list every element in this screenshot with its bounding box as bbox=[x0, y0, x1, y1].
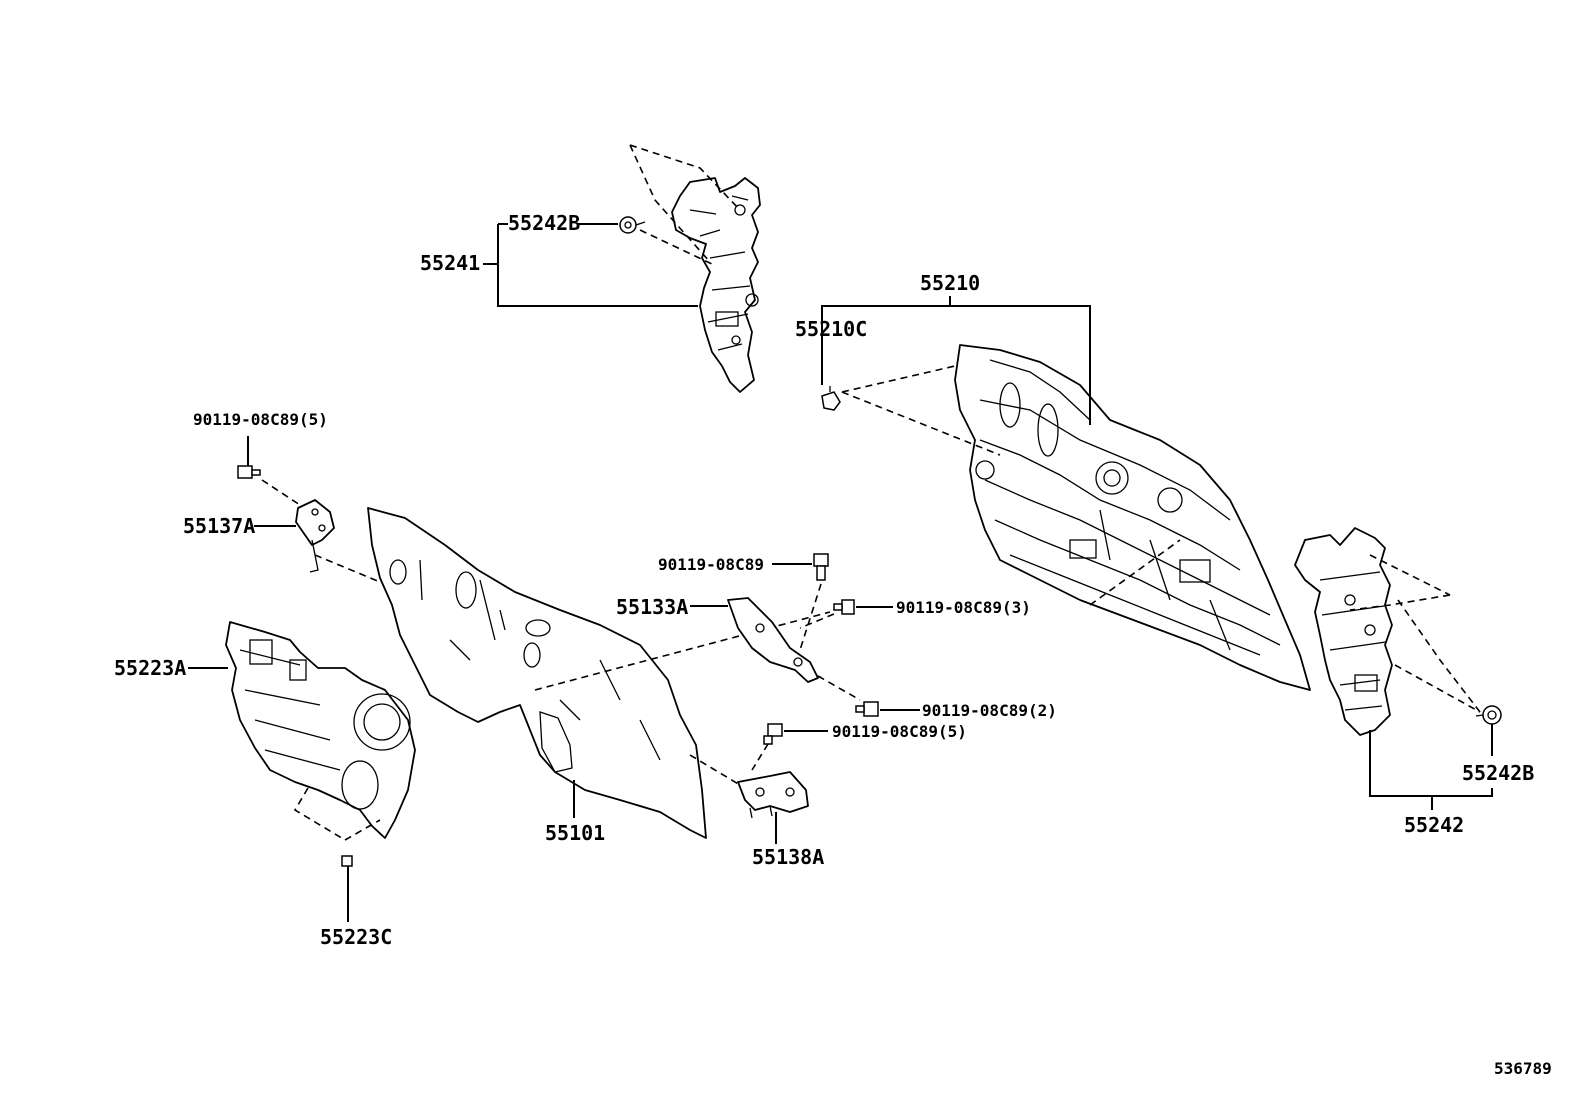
assembly-line-55242B-right bbox=[1394, 664, 1481, 713]
assembly-line-55223C-b bbox=[344, 819, 381, 841]
label-55137A: 55137A bbox=[183, 514, 255, 538]
part-55138A-bracket bbox=[737, 771, 809, 819]
assembly-line-bolt-mid bbox=[799, 583, 822, 651]
bolt-90119-08C89-5-mid-icon bbox=[763, 723, 783, 745]
label-55101: 55101 bbox=[545, 821, 605, 845]
assembly-line-55101-c bbox=[689, 754, 741, 786]
clip-55223C-icon bbox=[341, 855, 353, 867]
part-55242-insulator bbox=[1294, 527, 1393, 736]
part-55137A-bracket bbox=[295, 499, 335, 573]
part-55210-dash-insulator bbox=[954, 344, 1311, 691]
label-bolt-90119-08C89: 90119-08C89 bbox=[658, 555, 764, 574]
label-55133A: 55133A bbox=[616, 595, 688, 619]
label-bolt-90119-08C89-2: 90119-08C89(2) bbox=[922, 701, 1057, 720]
bolt-90119-08C89-2-icon bbox=[855, 701, 879, 717]
bolt-90119-08C89-3-icon bbox=[833, 599, 855, 615]
label-55223A: 55223A bbox=[114, 656, 186, 680]
assembly-line-bolt-2 bbox=[817, 675, 861, 701]
assembly-line-55210C-b bbox=[841, 391, 1001, 456]
part-55241-insulator bbox=[671, 177, 761, 393]
label-bolt-90119-08C89-5-mid: 90119-08C89(5) bbox=[832, 722, 967, 741]
assembly-line-55241-b bbox=[629, 144, 711, 263]
assembly-line-55101-b bbox=[314, 554, 381, 583]
part-55101-dash-panel bbox=[367, 507, 707, 839]
clip-55242B-top-icon bbox=[619, 216, 646, 234]
label-55210: 55210 bbox=[920, 271, 980, 295]
assembly-line-bolt-5-mid bbox=[751, 743, 769, 771]
bolt-90119-08C89-5-top-icon bbox=[237, 436, 261, 479]
label-55241: 55241 bbox=[420, 251, 480, 275]
bracket-55241 bbox=[497, 224, 698, 307]
clip-55242B-right-icon bbox=[1475, 705, 1502, 725]
assembly-line-55210-c bbox=[1089, 539, 1181, 606]
assembly-line-55101-a bbox=[534, 611, 831, 691]
clip-55210C-icon bbox=[821, 386, 841, 411]
label-55242B-right: 55242B bbox=[1462, 761, 1534, 785]
label-55242B-top: 55242B bbox=[508, 211, 580, 235]
assembly-line-55223C-a bbox=[293, 787, 346, 841]
diagram-id: 536789 bbox=[1494, 1059, 1552, 1078]
bolt-90119-08C89-icon bbox=[813, 553, 829, 581]
label-55242: 55242 bbox=[1404, 813, 1464, 837]
label-bolt-90119-08C89-5-top: 90119-08C89(5) bbox=[193, 410, 328, 429]
assembly-line-bolt-3 bbox=[799, 613, 835, 629]
assembly-line-55242-b bbox=[1349, 594, 1451, 611]
label-55210C: 55210C bbox=[795, 317, 867, 341]
assembly-line-55242-a bbox=[1369, 554, 1451, 596]
assembly-line-55242B-top bbox=[639, 229, 713, 265]
assembly-line-55210C-a bbox=[841, 365, 956, 393]
part-55223A-insulator bbox=[225, 621, 416, 839]
bracket-55210 bbox=[821, 305, 1091, 425]
assembly-line-55242-c bbox=[1397, 599, 1481, 713]
assembly-line-55241-a bbox=[629, 144, 741, 211]
label-bolt-90119-08C89-3: 90119-08C89(3) bbox=[896, 598, 1031, 617]
assembly-line-bolt-top bbox=[261, 479, 301, 506]
label-55223C: 55223C bbox=[320, 925, 392, 949]
part-55133A-bracket bbox=[727, 597, 819, 683]
label-55138A: 55138A bbox=[752, 845, 824, 869]
